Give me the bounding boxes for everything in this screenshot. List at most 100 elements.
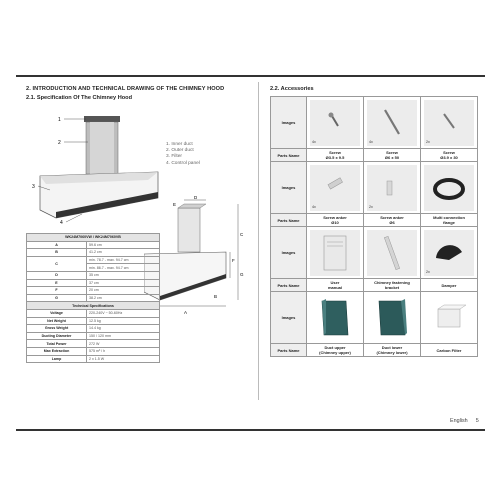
- qty-label: 2x: [369, 204, 373, 209]
- dim-letter-e: E: [173, 202, 176, 207]
- parts-legend: 1. Inner duct 2. Outer duct 3. Filter 4.…: [166, 142, 200, 167]
- part-name: Chimney fastening bracket: [363, 278, 421, 292]
- part-name: User manual: [306, 278, 364, 292]
- tech-value: 12.5 kg: [86, 316, 160, 326]
- callout-1: 1: [58, 117, 61, 123]
- callout-4: 4: [60, 220, 63, 226]
- part-name: Duct lower (Chimney lower): [363, 343, 421, 357]
- part-name: Screw anker Ø6: [363, 213, 421, 227]
- part-name-text: Duct upper (Chimney upper): [319, 345, 351, 355]
- dim-key: D: [26, 270, 87, 280]
- dim-value: 35 cm: [86, 270, 160, 280]
- part-name-text: Damper: [441, 282, 457, 288]
- qty-label: 2x: [426, 139, 430, 144]
- tech-value: 150 / 120 mm: [86, 331, 160, 341]
- dim-value: min. 86.7 - max. 94.7 cm: [86, 263, 160, 272]
- dim-value: 20 cm: [86, 286, 160, 295]
- row-label-parts: Parts Name: [270, 278, 307, 292]
- part-name-text: Duct lower (Chimney lower): [376, 345, 408, 355]
- part-name: Multi connection flange: [420, 213, 478, 227]
- page-number: 5: [475, 418, 479, 424]
- tech-key: Lamp: [26, 354, 87, 364]
- hood-dimension-drawing: A B C D E F G: [144, 196, 244, 315]
- legend-item: 3. Filter: [166, 154, 182, 160]
- part-name-text: Screw Ø6 x 50: [384, 150, 400, 160]
- bracket-image: [367, 229, 417, 276]
- legend-item: 1. Inner duct: [166, 142, 193, 147]
- dim-letter-d: D: [194, 196, 198, 200]
- accessories-table: Images 4x 4x 2x Parts Name Screw Ø3.5 x …: [270, 96, 478, 357]
- part-name: Duct upper (Chimney upper): [306, 343, 364, 357]
- part-name-text: User manual: [327, 280, 342, 290]
- user-manual-image: [310, 229, 360, 276]
- callout-3: 3: [32, 184, 35, 190]
- model-header: WK24M7060VW / WK24M7060VB: [26, 233, 160, 242]
- qty-label: 4x: [312, 139, 316, 144]
- damper-image: 2x: [424, 229, 474, 276]
- screw-long-image: 4x: [367, 99, 417, 146]
- page-footer: English 5: [450, 418, 479, 424]
- tech-value: 272 W: [86, 339, 160, 348]
- part-name: Screw Ø3.5 x 9.5: [306, 148, 364, 162]
- tech-value: 575 m³ / h: [86, 346, 160, 356]
- row-label-parts: Parts Name: [270, 343, 307, 357]
- dim-letter-g: G: [240, 272, 244, 277]
- dim-key: F: [26, 286, 87, 295]
- right-column: 2.2. Accessories Images 4x 4x 2x Parts N…: [270, 86, 478, 406]
- screw-medium-image: 2x: [424, 99, 474, 146]
- dim-value: 37 cm: [86, 278, 160, 288]
- dim-letter-f: F: [232, 258, 235, 263]
- footer-language: English: [450, 418, 468, 424]
- section-subheading: 2.1. Specification Of The Chimney Hood: [26, 95, 132, 101]
- dim-key: G: [26, 293, 87, 303]
- dim-value: 59.6 cm: [86, 240, 160, 250]
- tech-key: Total Power: [26, 339, 87, 348]
- tech-header: Technical Specifications: [26, 301, 160, 310]
- part-name-text: Chimney fastening bracket: [374, 280, 410, 290]
- legend-item: 4. Control panel: [166, 160, 200, 166]
- part-name-text: Carbon Filter: [436, 347, 462, 353]
- row-label-images: Images: [270, 96, 307, 149]
- tech-key: Ducting Diameter: [26, 331, 87, 341]
- duct-upper-image: [310, 294, 360, 341]
- section-heading: 2. INTRODUCTION AND TECHNICAL DRAWING OF…: [26, 86, 225, 92]
- part-name: Screw anker Ø10: [306, 213, 364, 227]
- row-label-images: Images: [270, 161, 307, 214]
- dim-key: A: [26, 240, 87, 250]
- part-name: Screw Ø3.9 x 30: [420, 148, 478, 162]
- tech-key: Max Extraction: [26, 346, 87, 356]
- part-name-text: Multi connection flange: [433, 215, 465, 225]
- dim-value: min. 78.7 - max. 94.7 cm: [86, 255, 160, 265]
- part-name: Damper: [420, 278, 478, 292]
- tech-key: Voltage: [26, 308, 87, 318]
- tech-key: Gross Weight: [26, 324, 87, 333]
- part-name: Carbon Filter: [420, 343, 478, 357]
- row-label-images: Images: [270, 291, 307, 344]
- tech-value: 2 x 1.5 W: [86, 354, 160, 364]
- hood-front-drawing: 1 2 3 4: [32, 116, 159, 226]
- part-name: Screw Ø6 x 50: [363, 148, 421, 162]
- dim-value: 38.2 cm: [86, 293, 160, 303]
- dim-letter-a: A: [184, 310, 187, 315]
- legend-item: 2. Outer duct: [166, 148, 194, 154]
- row-label-parts: Parts Name: [270, 213, 307, 227]
- part-name-text: Screw Ø3.5 x 9.5: [325, 150, 345, 160]
- part-name-text: Screw Ø3.9 x 30: [440, 150, 458, 160]
- anchor-6-image: 2x: [367, 164, 417, 211]
- part-name-text: Screw anker Ø10: [323, 215, 347, 225]
- dim-value: 41.2 cm: [86, 248, 160, 257]
- dim-key: B: [26, 248, 87, 257]
- carbon-filter-image: [424, 294, 474, 341]
- page-frame: [16, 75, 485, 431]
- column-divider: [258, 82, 259, 400]
- row-label-parts: Parts Name: [270, 148, 307, 162]
- callout-2: 2: [58, 140, 61, 146]
- left-column: 2. INTRODUCTION AND TECHNICAL DRAWING OF…: [26, 86, 252, 386]
- qty-label: 4x: [312, 204, 316, 209]
- dim-key: E: [26, 278, 87, 288]
- tech-value: 14.4 kg: [86, 324, 160, 333]
- row-label-images: Images: [270, 226, 307, 279]
- accessories-title: 2.2. Accessories: [270, 86, 314, 92]
- qty-label: 4x: [369, 139, 373, 144]
